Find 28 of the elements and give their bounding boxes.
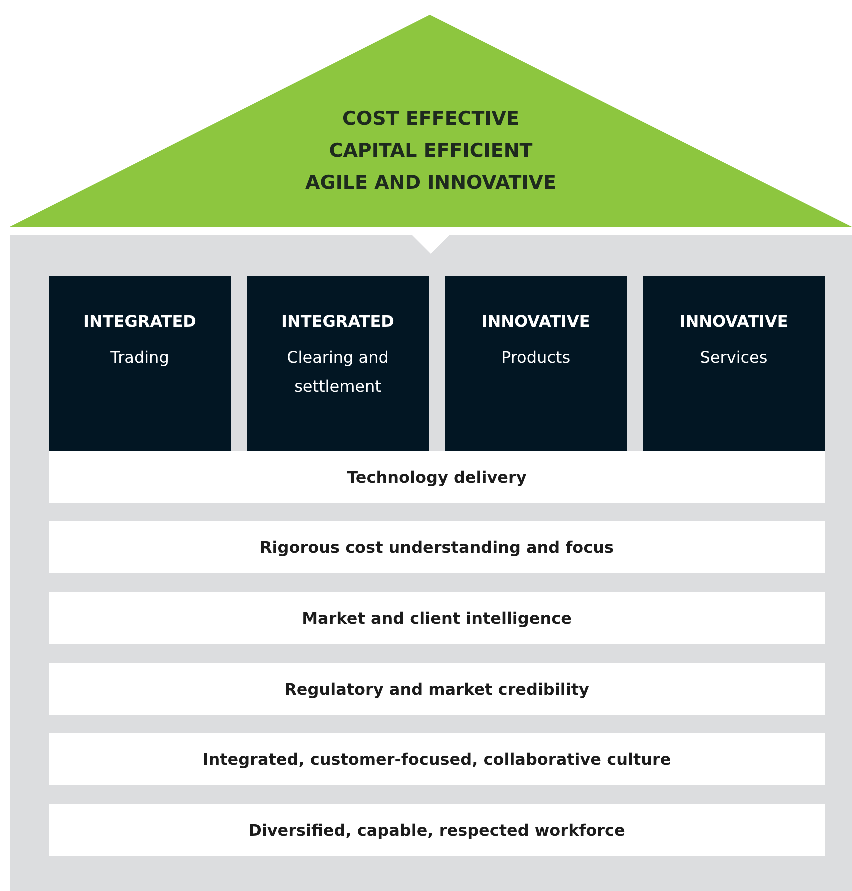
pillar-text: Products — [500, 347, 572, 369]
pillar-box — [49, 276, 231, 451]
foundation-band — [49, 521, 825, 573]
foundation-band — [49, 804, 825, 856]
pillar-box — [445, 276, 627, 451]
pillar-text: Clearing and settlement — [286, 347, 390, 398]
band-text: Integrated, customer-focused, collaborative culture — [202, 750, 672, 768]
foundation-band — [49, 592, 825, 644]
pillar-box — [643, 276, 825, 451]
foundation-band — [49, 733, 825, 785]
roof-heading: AGILE AND INNOVATIVE — [306, 171, 556, 196]
house-body — [10, 235, 852, 891]
pillar-text: Services — [699, 347, 769, 369]
band-text: Market and client intelligence — [302, 608, 572, 628]
pillar-heading: INTEGRATED — [82, 312, 198, 331]
pillar-heading: INNOVATIVE — [480, 312, 592, 331]
foundation-band — [49, 663, 825, 715]
pillar-box — [247, 276, 429, 451]
pillar-heading: INTEGRATED — [280, 312, 396, 331]
band-text: Regulatory and market credibility — [284, 680, 590, 698]
band-text: Diversified, capable, respected workforce — [248, 820, 626, 840]
roof-heading: CAPITAL EFFICIENT — [329, 139, 533, 164]
foundation-band — [49, 451, 825, 503]
roof-heading: COST EFFECTIVE — [342, 107, 520, 132]
band-text: Technology delivery — [347, 468, 527, 486]
pillar-heading: INNOVATIVE — [678, 312, 790, 331]
band-text: Rigorous cost understanding and focus — [260, 538, 614, 556]
pillar-text: Trading — [110, 347, 170, 369]
